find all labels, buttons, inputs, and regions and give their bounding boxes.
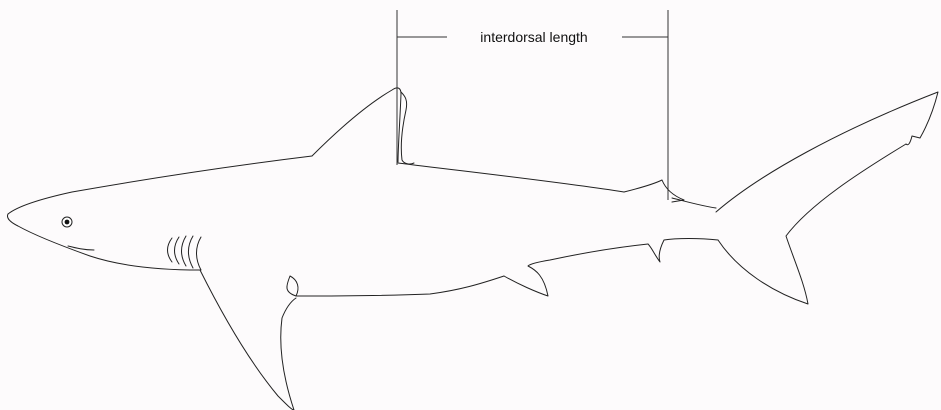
gill-slit-5 bbox=[197, 237, 202, 270]
first-dorsal-fin bbox=[312, 88, 401, 162]
eye-pupil bbox=[65, 220, 70, 225]
gill-slit-3 bbox=[182, 236, 187, 266]
shark-outline bbox=[7, 88, 938, 410]
measurement-label: interdorsal length bbox=[480, 29, 587, 45]
pectoral-fin bbox=[200, 270, 296, 410]
gill-slits bbox=[168, 236, 202, 270]
lower-caudal-peduncle bbox=[648, 239, 718, 263]
gill-slit-1 bbox=[168, 238, 173, 262]
gill-slit-2 bbox=[175, 237, 180, 264]
belly-rear bbox=[296, 276, 504, 296]
first-dorsal-fin-trailing-edge bbox=[401, 92, 414, 164]
caudal-fin-lower-lobe bbox=[718, 144, 906, 304]
eye bbox=[62, 217, 72, 227]
interdorsal-measurement: interdorsal length bbox=[397, 10, 668, 200]
gill-slit-4 bbox=[189, 236, 194, 268]
caudal-fin-upper-lobe bbox=[716, 92, 938, 212]
body-upper-front bbox=[8, 156, 312, 214]
caudal-peduncle-top bbox=[672, 198, 716, 208]
pelvic-region bbox=[287, 276, 298, 296]
back-between-dorsals bbox=[398, 163, 624, 192]
anal-fin bbox=[504, 244, 648, 296]
